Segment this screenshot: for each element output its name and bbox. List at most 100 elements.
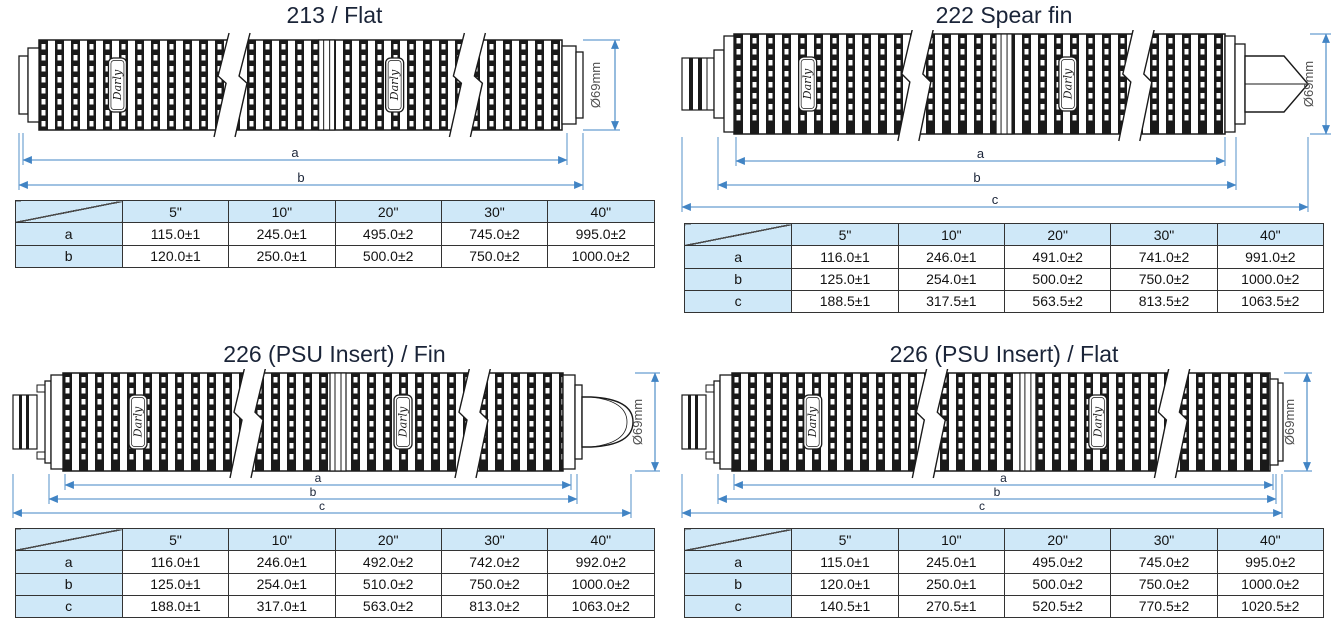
diameter-label: Ø69mm — [588, 62, 603, 108]
dimension-value: 995.0±2 — [547, 222, 655, 246]
column-header: 10" — [897, 223, 1006, 247]
dimension-value: 115.0±1 — [121, 222, 230, 246]
brand-logo-text: Darly — [1091, 406, 1104, 438]
dimension-value: 491.0±2 — [1003, 245, 1112, 269]
dimension-value: 495.0±2 — [334, 222, 442, 246]
row-label: c — [683, 594, 793, 619]
dimension-value: 116.0±1 — [121, 550, 230, 574]
dimension-label: a — [314, 471, 321, 485]
dimension-value: 254.0±1 — [228, 572, 336, 596]
panel-title: 226 (PSU Insert) / Flat — [889, 341, 1119, 367]
dimension-label: b — [309, 485, 316, 499]
dimension-value: 120.0±1 — [121, 244, 230, 268]
dimension-label: c — [992, 192, 999, 207]
diameter-label: Ø69mm — [1282, 399, 1297, 445]
dimension-value: 245.0±1 — [897, 550, 1006, 574]
dimension-value: 563.0±2 — [334, 594, 442, 619]
dimension-label: a — [977, 146, 985, 161]
dimension-value: 992.0±2 — [547, 550, 655, 574]
dimension-label: b — [994, 485, 1001, 499]
brand-logo-text: Darly — [131, 406, 144, 438]
panel-226-psu-insert-flat: 226 (PSU Insert) / Flat Darly Darly Ø69mm a… — [669, 313, 1339, 627]
dimension-value: 745.0±2 — [440, 222, 549, 246]
dimension-value: 125.0±1 — [121, 572, 230, 596]
dimension-value: 991.0±2 — [1216, 245, 1325, 269]
dimension-value: 245.0±1 — [228, 222, 336, 246]
row-label: a — [14, 550, 123, 574]
column-header: 30" — [440, 528, 549, 552]
dimension-value: 741.0±2 — [1110, 245, 1218, 269]
dimension-label: b — [297, 170, 304, 185]
column-header: 10" — [228, 200, 336, 224]
dimension-value: 1000.0±2 — [1216, 267, 1325, 291]
dimension-value: 500.0±2 — [1003, 572, 1112, 596]
dimension-label: b — [973, 170, 980, 185]
panel-title: 226 (PSU Insert) / Fin — [223, 341, 446, 367]
brand-logo-text: Darly — [110, 69, 123, 101]
dimension-value: 495.0±2 — [1003, 550, 1112, 574]
dimension-value: 750.0±2 — [1110, 267, 1218, 291]
column-header: 30" — [440, 200, 549, 224]
dimension-value: 254.0±1 — [897, 267, 1006, 291]
table-corner-cell — [683, 223, 793, 247]
column-header: 10" — [228, 528, 336, 552]
dimension-value: 140.5±1 — [791, 594, 899, 619]
row-label: b — [683, 267, 793, 291]
panel-title: 213 / Flat — [286, 2, 383, 28]
dimension-value: 317.5±1 — [897, 289, 1006, 313]
dimension-value: 813.5±2 — [1110, 289, 1218, 313]
table-corner-cell — [683, 528, 793, 552]
dimension-label: a — [1000, 471, 1007, 485]
brand-logo-text: Darly — [806, 406, 819, 438]
dimension-value: 120.0±1 — [791, 572, 899, 596]
dimension-value: 188.5±1 — [791, 289, 899, 313]
dimension-value: 770.5±2 — [1110, 594, 1218, 619]
row-label: a — [14, 222, 123, 246]
row-label: b — [683, 572, 793, 596]
column-header: 30" — [1110, 528, 1218, 552]
column-header: 20" — [334, 200, 442, 224]
dimension-value: 500.0±2 — [1003, 267, 1112, 291]
diameter-label: Ø69mm — [1301, 61, 1316, 107]
dimension-value: 250.0±1 — [228, 244, 336, 268]
dimension-value: 563.5±2 — [1003, 289, 1112, 313]
table-corner-cell — [14, 200, 123, 224]
column-header: 5" — [791, 528, 899, 552]
dimension-label: c — [979, 499, 985, 513]
dimension-value: 520.5±2 — [1003, 594, 1112, 619]
column-header: 40" — [547, 200, 655, 224]
dimension-value: 1000.0±2 — [547, 572, 655, 596]
column-header: 20" — [334, 528, 442, 552]
dimension-value: 750.0±2 — [1110, 572, 1218, 596]
brand-logo-text: Darly — [396, 406, 409, 438]
dimension-value: 1000.0±2 — [547, 244, 655, 268]
row-label: c — [14, 594, 123, 619]
brand-logo-text: Darly — [388, 69, 401, 101]
dimension-value: 750.0±2 — [440, 572, 549, 596]
column-header: 40" — [1216, 528, 1325, 552]
dimension-value: 510.0±2 — [334, 572, 442, 596]
dimension-value: 492.0±2 — [334, 550, 442, 574]
dimension-value: 1020.5±2 — [1216, 594, 1325, 619]
row-label: a — [683, 245, 793, 269]
cartridge-drawing: Darly Darly Ø69mm abc — [681, 369, 1312, 519]
